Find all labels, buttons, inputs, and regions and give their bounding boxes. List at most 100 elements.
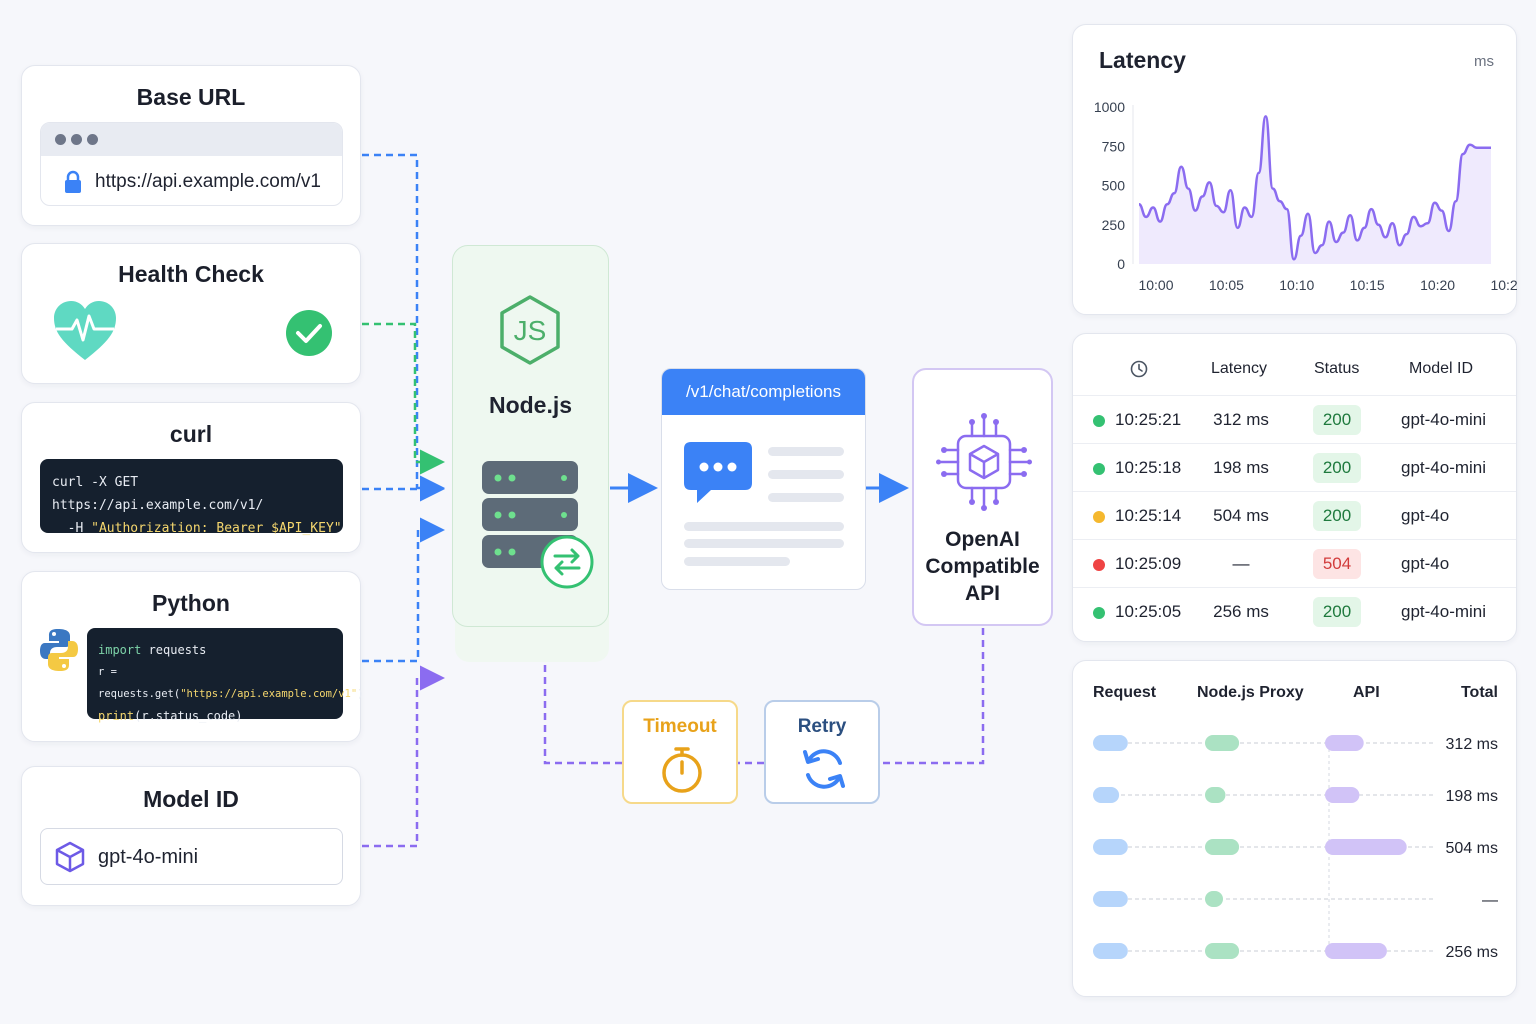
table-row[interactable]: 10:25:05 256 ms 200 gpt-4o-mini xyxy=(1073,587,1516,635)
timing-total: 312 ms xyxy=(1446,736,1498,753)
col-header-latency: Latency xyxy=(1211,360,1268,377)
timing-bar-proxy xyxy=(1205,735,1240,751)
swap-arrows-icon xyxy=(540,535,594,589)
chat-bubble-icon xyxy=(684,442,752,503)
python-line-3: print(r.status_code) xyxy=(98,705,343,727)
python-text: ) xyxy=(357,688,364,700)
timing-total: — xyxy=(1482,892,1498,909)
model-id-card: Model ID gpt-4o-mini xyxy=(21,766,361,906)
cell-model: gpt-4o-mini xyxy=(1401,602,1487,621)
cell-model: gpt-4o xyxy=(1401,506,1450,525)
status-badge: 200 xyxy=(1313,405,1361,435)
cell-latency: 312 ms xyxy=(1213,410,1269,429)
curl-title: curl xyxy=(169,421,213,447)
python-text: requests xyxy=(141,643,207,657)
openai-api-card: OpenAI Compatible API xyxy=(912,368,1053,626)
base-url-title: Base URL xyxy=(136,84,246,110)
status-dot xyxy=(1093,463,1105,475)
y-tick-label: 0 xyxy=(1117,256,1125,272)
chip-cube-icon xyxy=(936,413,1032,511)
col-header-proxy: Node.js Proxy xyxy=(1197,684,1304,701)
openai-label-line: Compatible xyxy=(925,555,1040,578)
endpoint-path[interactable]: /v1/chat/completions xyxy=(662,369,865,415)
timing-bar-request xyxy=(1093,787,1120,803)
wire-model-id xyxy=(362,665,445,848)
timeout-card: Timeout xyxy=(622,700,738,804)
nodejs-label: Node.js xyxy=(488,392,573,418)
nodejs-logo-text: JS xyxy=(514,315,547,346)
cell-time: 10:25:18 xyxy=(1115,458,1182,477)
retry-label: Retry xyxy=(797,716,847,737)
curl-card: curl curl -X GET https://api.example.com… xyxy=(21,402,361,553)
curl-url: https://api.example.com/v1/ xyxy=(52,498,264,513)
wire-python xyxy=(362,517,445,663)
chart-title: Latency xyxy=(1099,47,1186,73)
col-header-model: Model ID xyxy=(1409,360,1474,377)
x-tick-label: 10:00 xyxy=(1138,277,1173,293)
placeholder-line xyxy=(684,522,844,531)
timing-bar-api xyxy=(1325,787,1360,803)
wire-api-retry xyxy=(880,628,985,765)
col-header-total: Total xyxy=(1460,684,1498,701)
col-header-api: API xyxy=(1353,684,1380,701)
timing-bar-api xyxy=(1325,943,1387,959)
col-header-status: Status xyxy=(1314,360,1360,377)
cell-model: gpt-4o-mini xyxy=(1401,410,1487,429)
python-logo-icon xyxy=(40,629,78,671)
python-line-1: import requests xyxy=(98,639,343,661)
y-tick-label: 250 xyxy=(1102,217,1126,233)
clock-icon xyxy=(1130,360,1148,378)
x-tick-label: 10:20 xyxy=(1420,277,1455,293)
x-tick-label: 10:25 xyxy=(1490,277,1518,293)
status-dot xyxy=(1093,607,1105,619)
cube-icon xyxy=(55,841,85,873)
python-code-block[interactable]: import requests r = requests.get("https:… xyxy=(87,628,364,723)
health-check-card: Health Check xyxy=(21,243,361,384)
cell-latency: 504 ms xyxy=(1213,506,1269,525)
timing-bar-request xyxy=(1093,735,1128,751)
wire-timeout-node xyxy=(532,637,622,765)
status-badge: 200 xyxy=(1313,597,1361,627)
cell-time: 10:25:05 xyxy=(1115,602,1182,621)
curl-header-string: "Authorization: Bearer $API_KEY" xyxy=(91,521,342,536)
model-id-title: Model ID xyxy=(143,786,239,812)
python-text: (r.status_code) xyxy=(134,709,243,723)
cell-latency: 198 ms xyxy=(1213,458,1269,477)
heart-pulse-icon xyxy=(54,301,116,360)
curl-line-2: -H "Authorization: Bearer $API_KEY" xyxy=(52,517,343,540)
timing-bar-api xyxy=(1325,839,1407,855)
timeout-label: Timeout xyxy=(643,716,717,737)
health-check-title: Health Check xyxy=(118,261,264,287)
status-badge: 504 xyxy=(1313,549,1361,579)
model-id-field[interactable]: gpt-4o-mini xyxy=(40,828,343,885)
y-tick-label: 500 xyxy=(1102,178,1126,194)
url-text[interactable]: https://api.example.com/v1 xyxy=(95,171,321,192)
python-text: r = requests.get( xyxy=(98,666,181,700)
status-badge: 200 xyxy=(1313,501,1361,531)
curl-command: curl -X GET xyxy=(52,475,139,490)
y-tick-label: 1000 xyxy=(1094,99,1125,115)
cell-latency: 256 ms xyxy=(1213,602,1269,621)
window-dot xyxy=(55,134,66,145)
curl-code-block[interactable]: curl -X GET https://api.example.com/v1/ … xyxy=(40,459,343,536)
status-badge: 200 xyxy=(1313,453,1361,483)
timing-bar-proxy xyxy=(1205,839,1240,855)
window-dot xyxy=(71,134,82,145)
python-string: "https://api.example.com/v1" xyxy=(180,688,358,700)
timing-bar-request xyxy=(1093,891,1128,907)
openai-api-label: OpenAI Compatible API xyxy=(914,526,1051,607)
timing-bar-proxy xyxy=(1205,943,1240,959)
python-keyword: import xyxy=(98,643,142,657)
timing-total: 256 ms xyxy=(1446,944,1498,961)
python-card: Python import requests r = requests.get(… xyxy=(21,571,364,742)
browser-bar xyxy=(41,123,342,156)
window-dot xyxy=(87,134,98,145)
status-dot xyxy=(1093,415,1105,427)
